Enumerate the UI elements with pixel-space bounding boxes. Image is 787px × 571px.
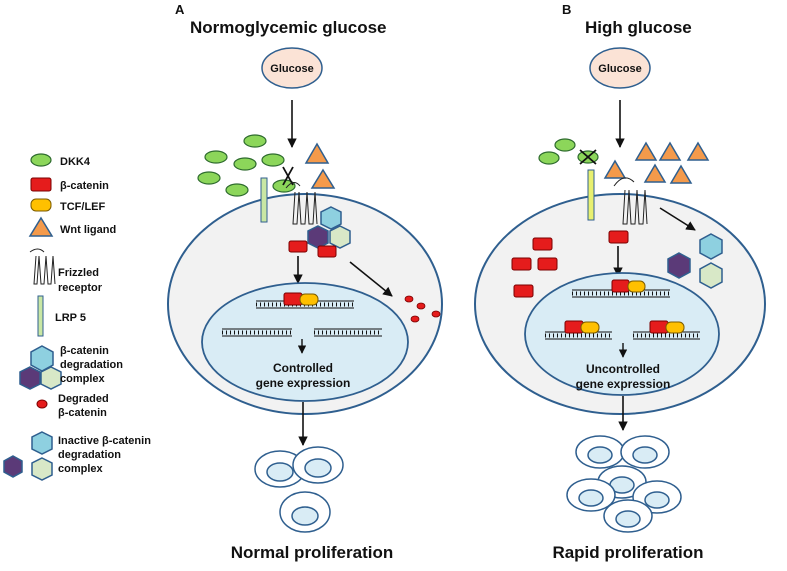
legend-tcf-lef-symbol [30,198,52,212]
legend-frizzled-label-2: receptor [58,282,103,294]
panel-a-cells [254,446,344,533]
panel-a-letter: A [175,2,185,17]
legend-inactive-green-hex [31,457,53,481]
panel-b-nuclear-complexes [564,279,685,334]
panel-b: B High glucose Glucose [474,2,766,562]
legend-complex-label-3: complex [60,373,106,385]
panel-a-degraded-dots [404,295,441,323]
panel-b-nucleus [524,272,720,396]
panel-b-nucleus-text-2: gene expression [576,377,671,391]
legend-inactive-label-1: Inactive β-catenin [58,435,151,447]
legend-degraded-label-2: β-catenin [58,407,107,419]
legend-dkk4-symbol [30,153,52,167]
panel-a-frizzled [285,182,318,225]
legend-complex-label-2: degradation [60,359,123,371]
legend-inactive-blue-hex [31,431,53,455]
panel-a-beta-catenin-group [288,240,337,258]
legend-tcf-lef-label: TCF/LEF [60,201,105,213]
legend-complex-symbol [19,345,62,390]
panel-a-nucleus [201,282,409,402]
panel-b-nucleus-text-1: Uncontrolled [586,362,660,376]
panel-a-lrp5 [260,177,268,223]
legend-degraded-label-1: Degraded [58,393,109,405]
panel-a-arrow-degrade [349,261,393,297]
panel-b-wnt-group [603,141,710,184]
legend-frizzled-label-1: Frizzled [58,267,99,279]
panel-a-nuclear-beta-catenin [283,292,303,306]
panel-b-arrow-release [659,207,696,231]
legend-dkk4-label: DKK4 [60,156,91,168]
panel-a-glucose [261,47,323,89]
legend-inactive-purple-hex [3,455,23,478]
panel-b-lrp5 [587,169,595,221]
legend: DKK4 β-catenin TCF/LEF Wnt ligand Frizzl… [3,153,151,481]
panel-a-tcf-lef [299,293,319,306]
legend-lrp5-label: LRP 5 [55,312,86,324]
panel-a-glucose-label: Glucose [270,63,313,75]
panel-a-blocked-x [282,166,294,186]
panel-b-cells [566,435,682,533]
legend-complex-label-1: β-catenin [60,345,109,357]
panel-b-inactive-complex [667,233,723,289]
panel-b-blocked-x [579,149,597,165]
panel-b-frizzled [613,177,648,225]
legend-inactive-label-3: complex [58,463,104,475]
panel-a-title: Normoglycemic glucose [190,18,387,37]
panel-b-dkk4-group [538,138,599,165]
panel-a-wnt-group [304,142,336,189]
panel-a-outcome: Normal proliferation [231,543,393,562]
legend-frizzled-symbol [29,248,56,285]
legend-inactive-label-2: degradation [58,449,121,461]
panel-a-nucleus-text-2: gene expression [256,376,351,390]
panel-b-title: High glucose [585,18,692,37]
legend-beta-catenin-symbol [30,177,52,192]
panel-b-outcome: Rapid proliferation [552,543,703,562]
panel-b-letter: B [562,2,571,17]
panel-a: A Normoglycemic glucose Glucose [167,2,443,562]
legend-beta-catenin-label: β-catenin [60,180,109,192]
panel-a-degradation-complex [307,206,351,249]
legend-degraded-symbol [36,399,48,409]
panel-b-beta-catenin-group [511,230,629,298]
panel-b-glucose-label: Glucose [598,63,641,75]
panel-a-nucleus-text-1: Controlled [273,361,333,375]
legend-lrp5-symbol [37,295,44,337]
legend-wnt-symbol [28,216,54,237]
panel-b-glucose [589,47,651,89]
panel-a-dkk4-group [197,134,296,197]
legend-wnt-label: Wnt ligand [60,224,116,236]
